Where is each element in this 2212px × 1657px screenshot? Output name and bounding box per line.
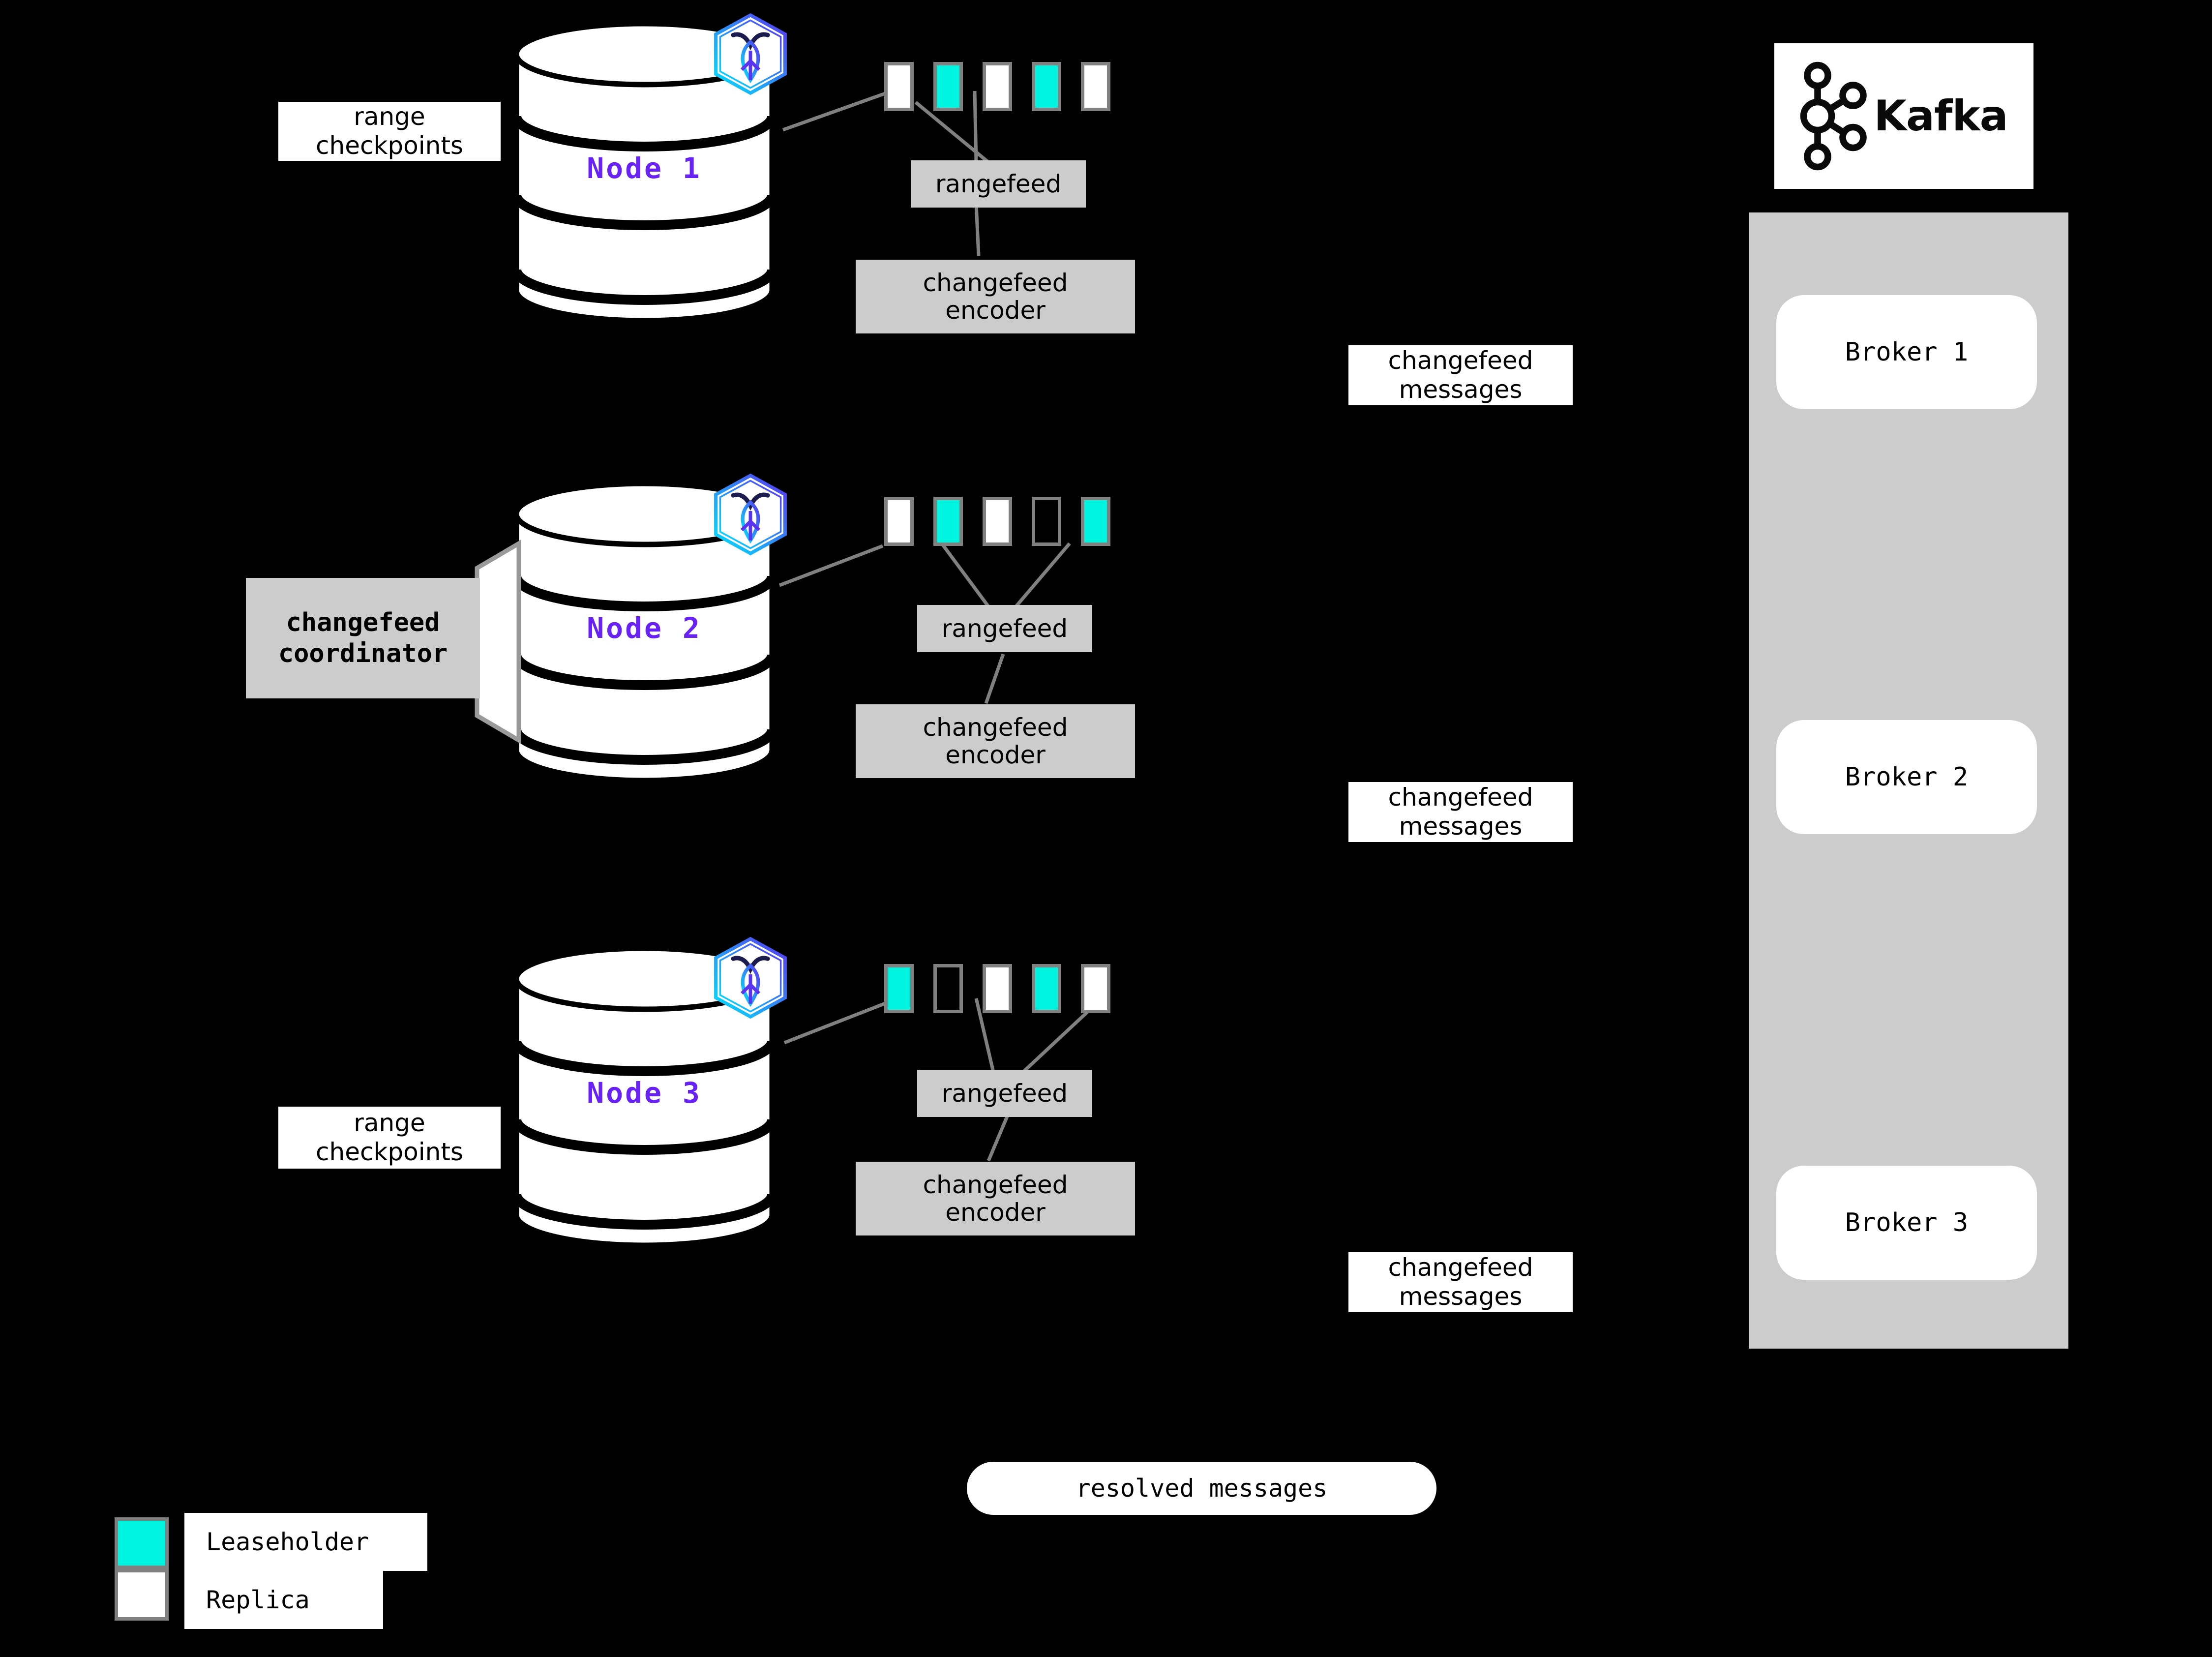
cockroachdb-logo-icon xyxy=(714,936,787,1019)
kafka-logo-card: Kafka xyxy=(1774,43,2033,189)
node-2-changefeed-encoder-box: changefeed encoder xyxy=(856,704,1135,778)
node-2-range-3 xyxy=(983,497,1012,546)
legend-label-leaseholder: Leaseholder xyxy=(184,1513,427,1571)
node-1-range-4 xyxy=(1032,62,1061,111)
node-3-range-1 xyxy=(884,964,914,1013)
node-2-range-4 xyxy=(1032,497,1061,546)
node-3-rangefeed-box: rangefeed xyxy=(917,1070,1092,1117)
node-3-changefeed-encoder-box: changefeed encoder xyxy=(856,1162,1135,1235)
coordinator-pointer-icon xyxy=(475,540,521,744)
cockroachdb-logo-icon xyxy=(714,13,787,95)
node-3-range-2 xyxy=(933,964,963,1013)
node-2-range-1 xyxy=(884,497,914,546)
changefeed-messages-label-1: changefeed messages xyxy=(1348,345,1573,405)
kafka-logo-icon xyxy=(1800,61,1867,171)
node-1-range-checkpoints-label: range checkpoints xyxy=(278,102,501,161)
broker-1-box: Broker 1 xyxy=(1776,295,2037,409)
changefeed-messages-label-2: changefeed messages xyxy=(1348,782,1573,842)
changefeed-messages-label-3: changefeed messages xyxy=(1348,1252,1573,1312)
node-2-range-2 xyxy=(933,497,963,546)
node-1-range-2 xyxy=(933,62,963,111)
node-1-range-3 xyxy=(983,62,1012,111)
cockroachdb-logo-icon xyxy=(714,473,787,556)
node-3-range-checkpoints-label: range checkpoints xyxy=(278,1107,501,1169)
node-2-rangefeed-box: rangefeed xyxy=(917,605,1092,652)
node-2-cylinder xyxy=(511,481,777,783)
node-2-range-5 xyxy=(1081,497,1110,546)
broker-2-box: Broker 2 xyxy=(1776,720,2037,834)
legend-swatch-replica xyxy=(115,1569,169,1621)
node-1-range-1 xyxy=(884,62,914,111)
kafka-wordmark: Kafka xyxy=(1874,91,2008,141)
changefeed-coordinator-box: changefeed coordinator xyxy=(246,578,480,698)
node-3-range-4 xyxy=(1032,964,1061,1013)
legend-label-replica: Replica xyxy=(184,1571,383,1629)
node-1-range-5 xyxy=(1081,62,1110,111)
legend-swatch-leaseholder xyxy=(115,1517,169,1569)
resolved-messages-pill: resolved messages xyxy=(967,1462,1436,1515)
node-3-range-5 xyxy=(1081,964,1110,1013)
node-1-changefeed-encoder-box: changefeed encoder xyxy=(856,260,1135,333)
node-1-rangefeed-box: rangefeed xyxy=(911,160,1086,208)
node-1-cylinder xyxy=(511,21,777,324)
node-3-range-3 xyxy=(983,964,1012,1013)
broker-3-box: Broker 3 xyxy=(1776,1166,2037,1280)
